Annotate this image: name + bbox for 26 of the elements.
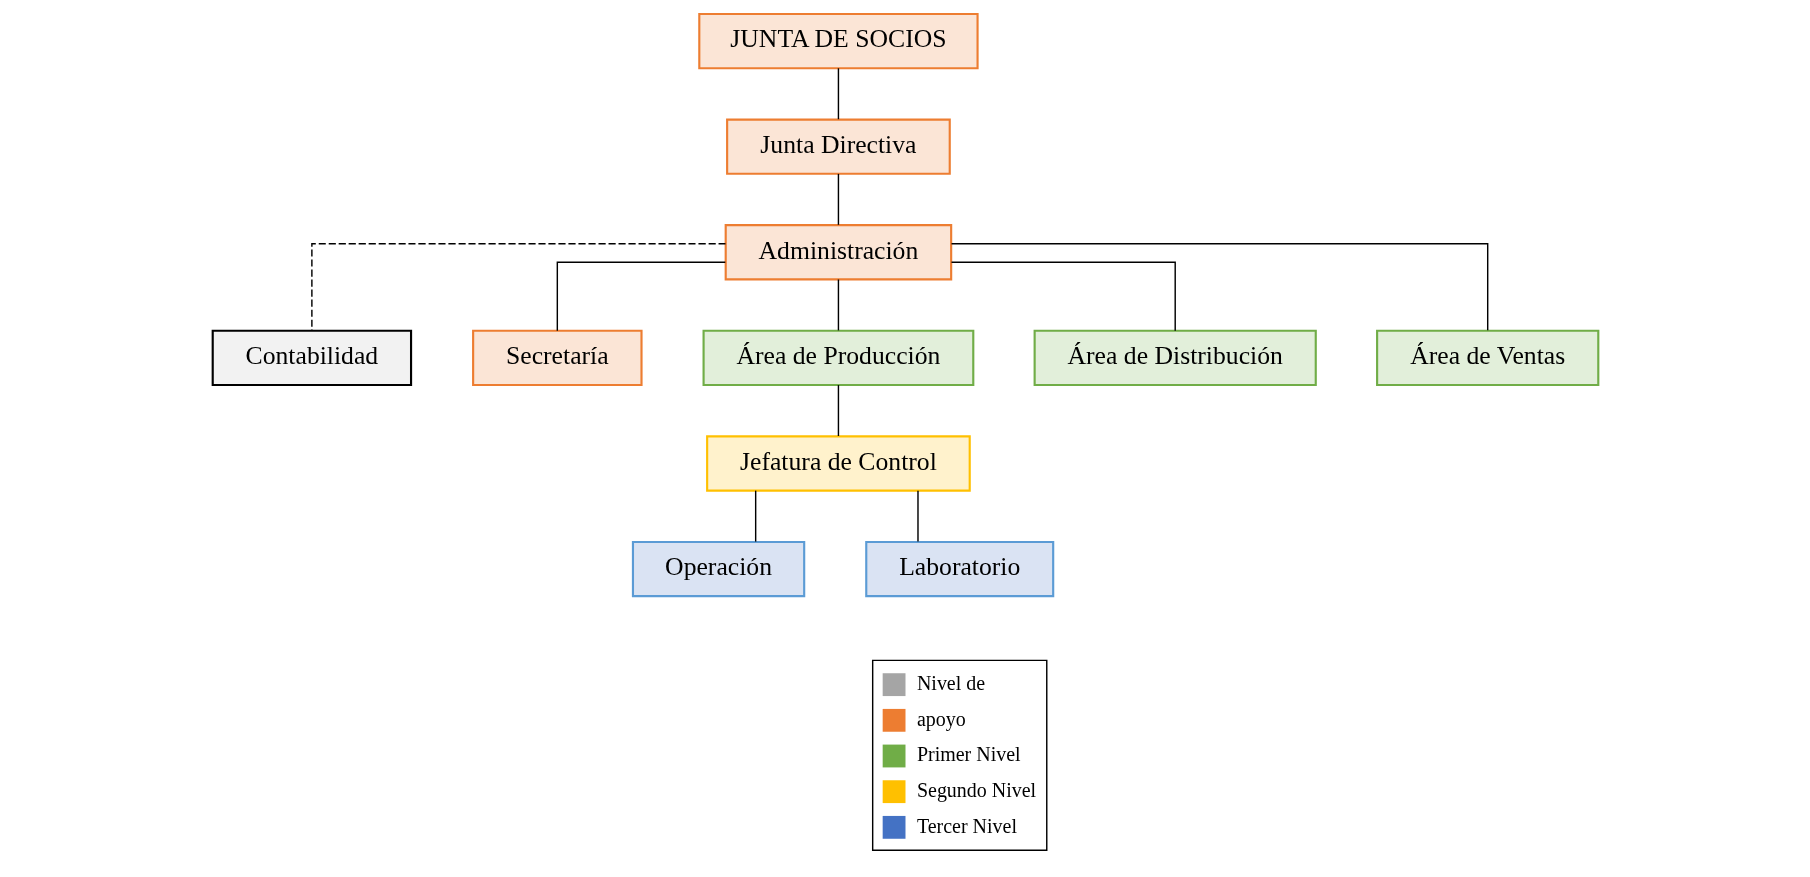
node-box: Contabilidad: [211, 329, 412, 387]
node-box: Área de Ventas: [1375, 329, 1599, 387]
node-box: Laboratorio: [864, 540, 1054, 598]
node-box: Junta Directiva: [725, 118, 951, 175]
connector: [950, 243, 1488, 331]
legend-label: Tercer Nivel: [916, 814, 1017, 837]
connector: [950, 261, 1176, 332]
connector: [837, 67, 839, 120]
connector: [837, 278, 839, 332]
legend-label: Nivel de: [916, 671, 985, 694]
connector: [754, 489, 756, 543]
node-box: Área de Distribución: [1033, 329, 1317, 387]
connector: [837, 384, 839, 437]
legend-label: Primer Nivel: [916, 743, 1021, 766]
connector: [310, 243, 726, 331]
connector: [916, 489, 919, 543]
node-box: Área de Producción: [702, 329, 974, 387]
node-box: Jefatura de Control: [705, 435, 971, 492]
node-box: Secretaría: [471, 329, 643, 387]
node-box: JUNTA DE SOCIOS: [697, 12, 979, 70]
legend-label: apoyo: [916, 707, 966, 730]
connector: [837, 173, 839, 226]
node-box: Administración: [724, 224, 952, 281]
node-box: Operación: [631, 540, 805, 598]
legend-label: Segundo Nivel: [916, 778, 1036, 801]
connector: [556, 261, 726, 332]
